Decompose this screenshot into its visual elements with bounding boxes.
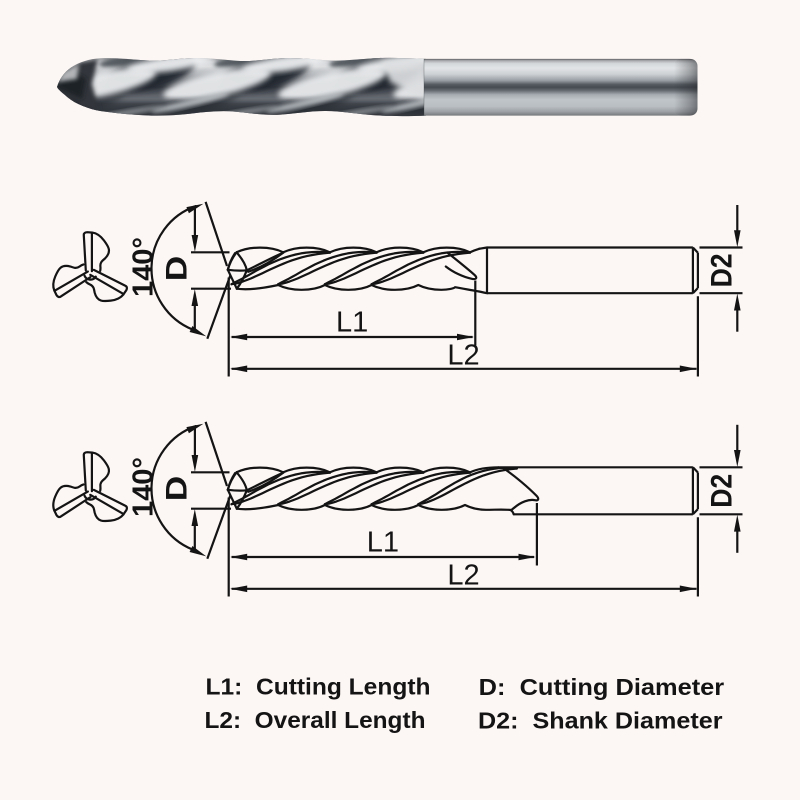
svg-text:L2: L2 [447,339,479,371]
svg-text:L2: L2 [447,559,479,591]
svg-text:L1: L1 [336,307,368,339]
svg-text:D: D [161,256,194,282]
svg-text:L2: Overall Length: L2: Overall Length [205,707,426,733]
svg-text:140°: 140° [127,237,159,297]
svg-text:D2: D2 [706,253,739,287]
svg-text:140°: 140° [127,457,159,517]
svg-text:L1: Cutting Length: L1: Cutting Length [206,674,431,700]
svg-text:D: D [161,476,194,502]
svg-text:D2: Shank Diameter: D2: Shank Diameter [478,708,723,734]
svg-text:D: Cutting Diameter: D: Cutting Diameter [479,674,725,700]
svg-text:L1: L1 [367,527,399,559]
svg-text:D2: D2 [706,474,739,508]
